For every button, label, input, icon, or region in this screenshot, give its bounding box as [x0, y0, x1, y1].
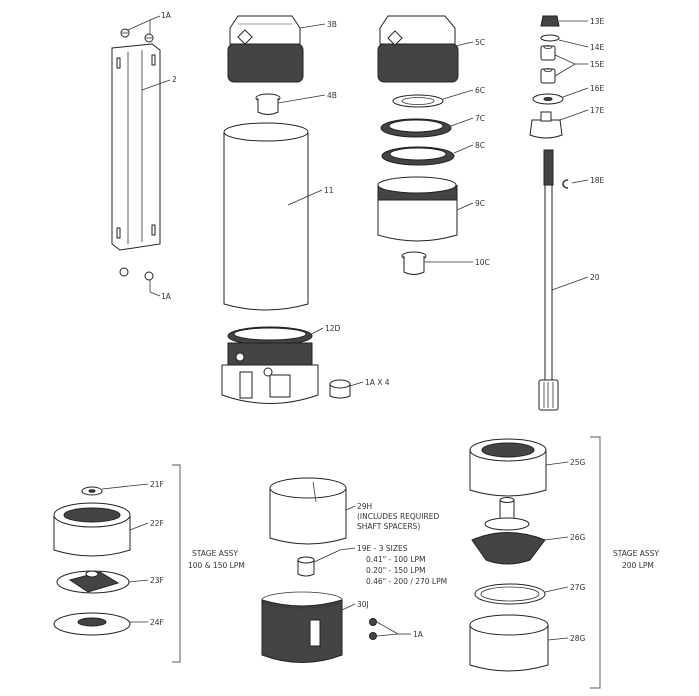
part-23f-impeller: 23F [56, 570, 164, 594]
label-15e: 15E [590, 60, 605, 69]
label-29h-note2: SHAFT SPACERS) [357, 522, 420, 531]
part-16e-washer: 16E [532, 84, 605, 105]
part-14e-washer: 14E [540, 34, 605, 52]
label-22f: 22F [150, 519, 164, 528]
part-29h-sleeve: 29H (INCLUDES REQUIRED SHAFT SPACERS) [269, 477, 439, 545]
part-24f-plate: 24F [53, 612, 164, 636]
part-8c-ring: 8C [381, 141, 485, 166]
part-1a-bottom-screws: 1A [119, 267, 172, 301]
label-18e: 18E [590, 176, 605, 185]
part-25g-diffuser: 25G [469, 438, 586, 497]
label-25g: 25G [570, 458, 586, 467]
label-23f: 23F [150, 576, 164, 585]
label-26g: 26G [570, 533, 586, 542]
stage-assy-large-title: STAGE ASSY [613, 549, 659, 558]
label-1a-top: 1A [161, 11, 172, 20]
part-3b-cap: 3B [227, 15, 337, 83]
label-1a-stage: 1A [413, 630, 424, 639]
part-19e-spacer: 19E - 3 SIZES 0.41" - 100 LPM 0.20" - 15… [297, 544, 447, 586]
part-6c-ring: 6C [392, 86, 485, 108]
label-2: 2 [172, 75, 177, 84]
part-5c-cap: 5C [377, 15, 485, 83]
part-15e-spacers: 15E [540, 45, 605, 84]
label-19e-size2: 0.20" - 150 LPM [366, 566, 426, 575]
part-30j-screen: 30J [261, 591, 369, 663]
stage-assy-small-range: 100 & 150 LPM [188, 561, 245, 570]
stage-assy-200-bracket: STAGE ASSY 200 LPM [590, 436, 659, 689]
label-14e: 14E [590, 43, 605, 52]
part-26g-impeller: 26G [471, 497, 586, 565]
label-1a-x4: 1A X 4 [365, 378, 390, 387]
label-28g: 28G [570, 634, 586, 643]
part-27g-ring: 27G [474, 583, 586, 605]
label-17e: 17E [590, 106, 605, 115]
label-7c: 7C [475, 114, 485, 123]
label-8c: 8C [475, 141, 485, 150]
label-21f: 21F [150, 480, 164, 489]
label-19e: 19E - 3 SIZES [357, 544, 408, 553]
part-12d-base: 12D [221, 324, 341, 404]
label-10c: 10C [475, 258, 490, 267]
label-27g: 27G [570, 583, 586, 592]
label-9c: 9C [475, 199, 485, 208]
label-24f: 24F [150, 618, 164, 627]
part-10c-bushing: 10C [401, 251, 490, 275]
stage-assy-large-range: 200 LPM [622, 561, 654, 570]
part-22f-diffuser: 22F [53, 502, 164, 557]
label-11: 11 [324, 186, 334, 195]
label-19e-size3: 0.46" - 200 / 270 LPM [366, 577, 447, 586]
label-19e-size1: 0.41" - 100 LPM [366, 555, 426, 564]
label-29h-note1: (INCLUDES REQUIRED [357, 512, 439, 521]
part-20-shaft: 20 [538, 149, 600, 411]
stage-assy-small-title: STAGE ASSY [192, 549, 238, 558]
part-11-tube: 11 [223, 122, 334, 311]
label-3b: 3B [327, 20, 337, 29]
label-16e: 16E [590, 84, 605, 93]
part-1a-x4-bushing: 1A X 4 [329, 378, 390, 399]
part-1a-stage-screws: 1A [369, 618, 424, 640]
label-4b: 4B [327, 91, 337, 100]
part-17e-nut: 17E [529, 106, 605, 139]
label-30j: 30J [357, 600, 369, 609]
part-21f-washer: 21F [81, 480, 164, 496]
stage-assy-100-150-bracket: STAGE ASSY 100 & 150 LPM [172, 464, 245, 663]
part-13e-nut: 13E [540, 15, 605, 27]
label-20: 20 [590, 273, 600, 282]
part-1a-top-screws: 1A [120, 11, 172, 43]
label-13e: 13E [590, 17, 605, 26]
part-4b-bushing: 4B [255, 91, 337, 115]
part-7c-ring: 7C [380, 114, 485, 138]
label-12d: 12D [325, 324, 341, 333]
label-5c: 5C [475, 38, 485, 47]
part-9c-housing: 9C [377, 176, 485, 242]
label-6c: 6C [475, 86, 485, 95]
label-1a-bottom: 1A [161, 292, 172, 301]
part-2-bracket-rail: 2 [111, 43, 177, 251]
part-18e-clip: 18E [562, 176, 605, 189]
part-28g-sleeve: 28G [469, 614, 586, 672]
label-29h: 29H [357, 502, 372, 511]
